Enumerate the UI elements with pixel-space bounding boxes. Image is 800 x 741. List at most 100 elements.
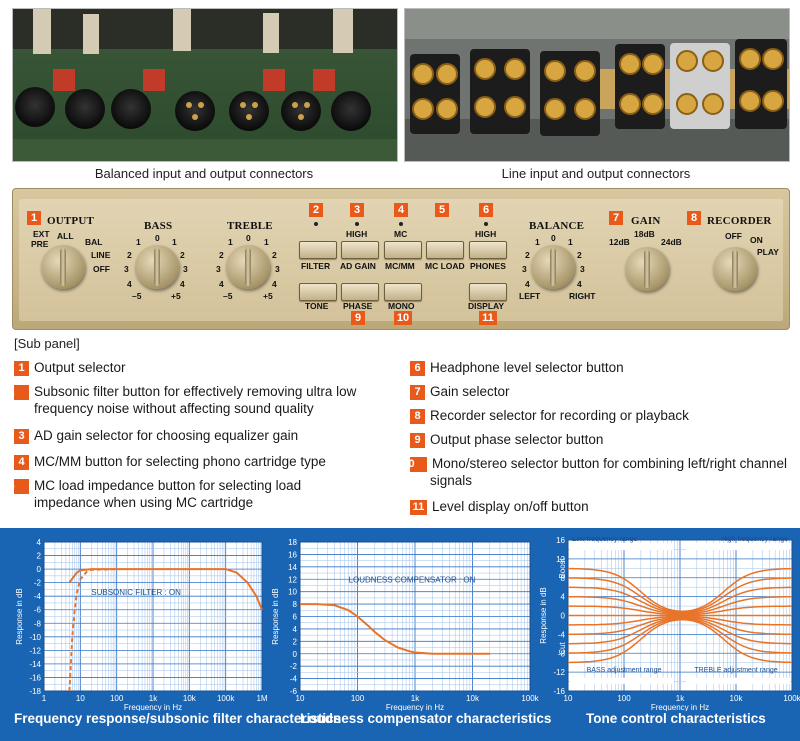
badge-3: 3 <box>350 203 364 217</box>
item-text: Recorder selector for recording or playb… <box>430 408 689 423</box>
balance-right-1: 1 <box>568 237 573 247</box>
treble-range-bar <box>686 677 790 684</box>
y-tick-label: 16 <box>288 550 297 559</box>
output-selector-knob[interactable] <box>41 245 85 289</box>
cut-label: Cut <box>558 642 567 655</box>
list-item-11: 11 Level display on/off button <box>410 498 790 515</box>
tone-curve <box>568 615 792 626</box>
x-tick-label: 100 <box>351 694 365 703</box>
frequency-response-title: Frequency response/subsonic filter chara… <box>14 711 342 726</box>
item-number: 11 <box>410 500 427 515</box>
x-tick-label: 1k <box>149 694 158 703</box>
bass-right-5: +5 <box>171 291 181 301</box>
low-range-label: Low frequency range <box>572 536 637 543</box>
mono-label: MONO <box>388 301 415 311</box>
badge-4: 4 <box>394 203 408 217</box>
badge-11: 11 <box>479 311 497 325</box>
x-tick-label: 1k <box>676 694 685 703</box>
y-tick-label: -2 <box>34 579 42 588</box>
y-tick-label: 0 <box>37 565 42 574</box>
line-connectors-caption: Line input and output connectors <box>501 166 691 181</box>
y-tick-label: 2 <box>293 637 298 646</box>
phase-button[interactable] <box>341 283 379 301</box>
tone-curve <box>567 618 793 654</box>
bass-left-5: –5 <box>132 291 142 301</box>
recorder-knob[interactable] <box>713 247 757 291</box>
ad-gain-led <box>355 222 359 226</box>
sub-panel: 1 OUTPUT EXT PRE ALL BAL LINE OFF BASS 0… <box>12 188 790 330</box>
gain-12db: 12dB <box>609 237 630 247</box>
treble-left-2: 2 <box>219 250 224 260</box>
mc-load-label: MC LOAD <box>425 261 465 271</box>
phones-high-label: HIGH <box>475 229 497 239</box>
item-text: Subsonic filter button for effectively r… <box>34 384 357 416</box>
balance-left-label: LEFT <box>519 291 541 301</box>
gain-knob[interactable] <box>625 247 669 291</box>
tone-curve <box>567 567 793 613</box>
y-tick-label: 16 <box>556 536 565 545</box>
bass-range-bar <box>570 677 674 684</box>
phones-button[interactable] <box>469 241 507 259</box>
bass-right-1: 1 <box>172 237 177 247</box>
mc-load-button[interactable] <box>426 241 464 259</box>
bass-knob[interactable] <box>135 245 179 289</box>
item-number: 4 <box>14 455 29 470</box>
y-tick-label: 14 <box>288 563 297 572</box>
mono-button[interactable] <box>384 283 422 301</box>
treble-right-4: 4 <box>272 279 277 289</box>
high-range-bar <box>686 543 790 550</box>
x-axis-label: Frequency in Hz <box>124 703 182 711</box>
x-tick-label: 10k <box>730 694 744 703</box>
ad-gain-button[interactable] <box>341 241 379 259</box>
sub-panel-heading: [Sub panel] <box>14 336 80 351</box>
output-title: OUTPUT <box>47 215 95 227</box>
series-line <box>68 568 117 692</box>
item-text: AD gain selector for choosing equalizer … <box>34 428 299 443</box>
treble-right-2: 2 <box>272 250 277 260</box>
y-tick-label: 10 <box>288 588 297 597</box>
x-tick-label: 10 <box>296 694 305 703</box>
item-number: 10 <box>402 457 427 472</box>
y-tick-label: 4 <box>561 593 566 602</box>
annotation-text: LOUDNESS COMPENSATOR : ON <box>349 575 476 584</box>
tone-curve <box>568 605 792 616</box>
mc-mm-button[interactable] <box>384 241 422 259</box>
x-tick-label: 100k <box>521 694 539 703</box>
treble-knob[interactable] <box>226 245 270 289</box>
recorder-off: OFF <box>725 231 742 241</box>
balance-left-1: 1 <box>535 237 540 247</box>
balance-left-4: 4 <box>525 279 530 289</box>
recorder-title: RECORDER <box>707 215 772 227</box>
treble-left-3: 3 <box>216 264 221 274</box>
high-range-label: High frequency range <box>721 536 788 543</box>
item-text: Level display on/off button <box>432 499 589 514</box>
y-tick-label: -4 <box>558 630 566 639</box>
output-bal: BAL <box>85 237 103 247</box>
item-number: 9 <box>410 433 425 448</box>
y-tick-label: 0 <box>293 650 298 659</box>
display-button[interactable] <box>469 283 507 301</box>
y-tick-label: -4 <box>34 592 42 601</box>
tone-curve <box>567 618 793 664</box>
item-text: Output selector <box>34 360 126 375</box>
y-tick-label: 12 <box>556 555 565 564</box>
recorder-play: PLAY <box>757 247 779 257</box>
mc-mm-label: MC/MM <box>385 261 415 271</box>
bass-title: BASS <box>144 220 173 232</box>
x-tick-label: 10k <box>183 694 197 703</box>
treble-left-5: –5 <box>223 291 233 301</box>
tone-button[interactable] <box>299 283 337 301</box>
badge-6: 6 <box>479 203 493 217</box>
tone-curve <box>568 595 793 615</box>
y-tick-label: -16 <box>553 687 565 696</box>
item-number: 6 <box>410 361 425 376</box>
y-tick-label: -14 <box>29 660 41 669</box>
balance-knob[interactable] <box>531 245 575 289</box>
x-tick-label: 1k <box>411 694 420 703</box>
y-tick-label: -6 <box>34 606 42 615</box>
filter-button[interactable] <box>299 241 337 259</box>
